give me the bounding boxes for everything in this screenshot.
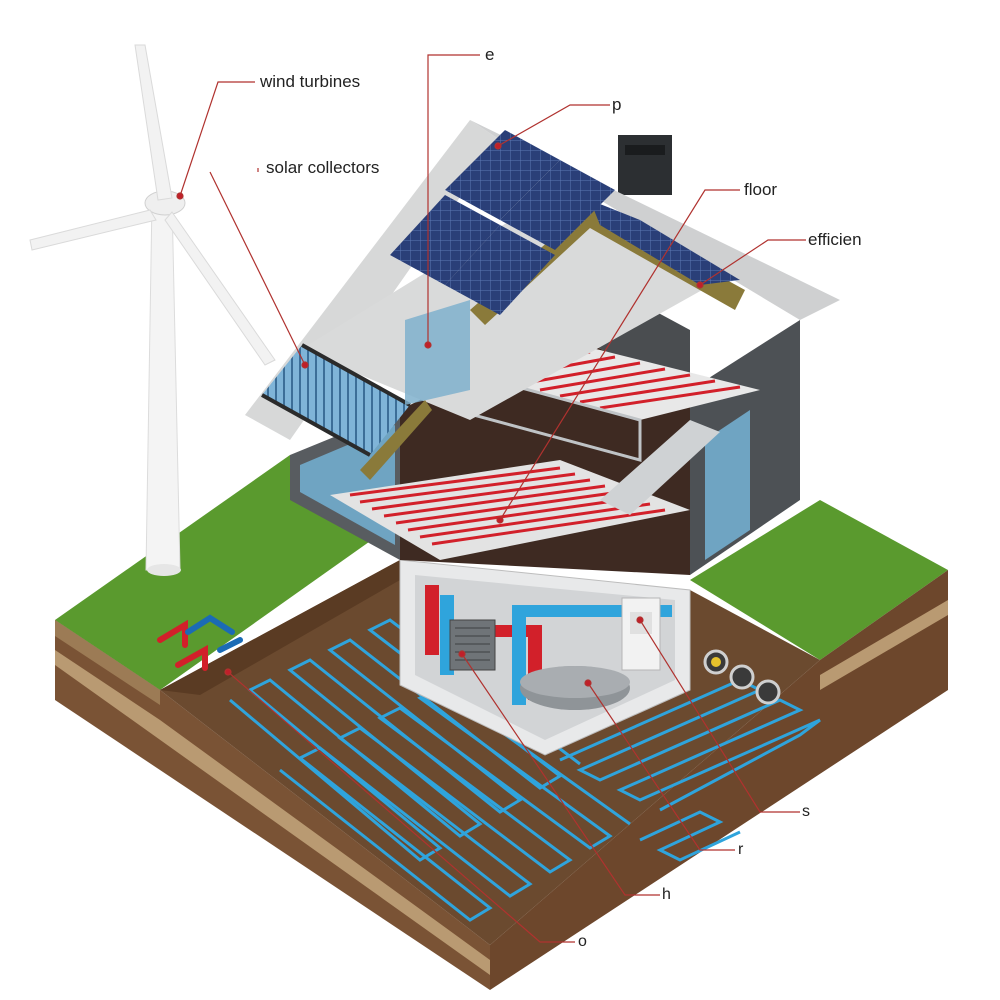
solar-collector-panel xyxy=(261,343,411,457)
label-o: o xyxy=(578,933,587,950)
leader-lines xyxy=(176,54,806,943)
label-efficiency: efficien xyxy=(808,230,862,249)
underground-pipe-openings xyxy=(703,649,781,705)
label-wind-turbines: wind turbines xyxy=(260,72,361,91)
label-r: r xyxy=(738,841,744,858)
heat-exchange-logo xyxy=(157,614,243,671)
label-s: s xyxy=(802,803,810,820)
label-p: p xyxy=(612,95,622,114)
wind-turbine xyxy=(29,44,276,576)
ground-block xyxy=(55,455,948,990)
house xyxy=(245,120,840,575)
label-floor: floor xyxy=(744,180,778,199)
pv-panels xyxy=(390,130,740,315)
basement xyxy=(399,559,691,756)
label-solar-collectors: solar collectors xyxy=(266,158,380,177)
label-e: e xyxy=(485,45,495,64)
label-h: h xyxy=(662,886,671,903)
